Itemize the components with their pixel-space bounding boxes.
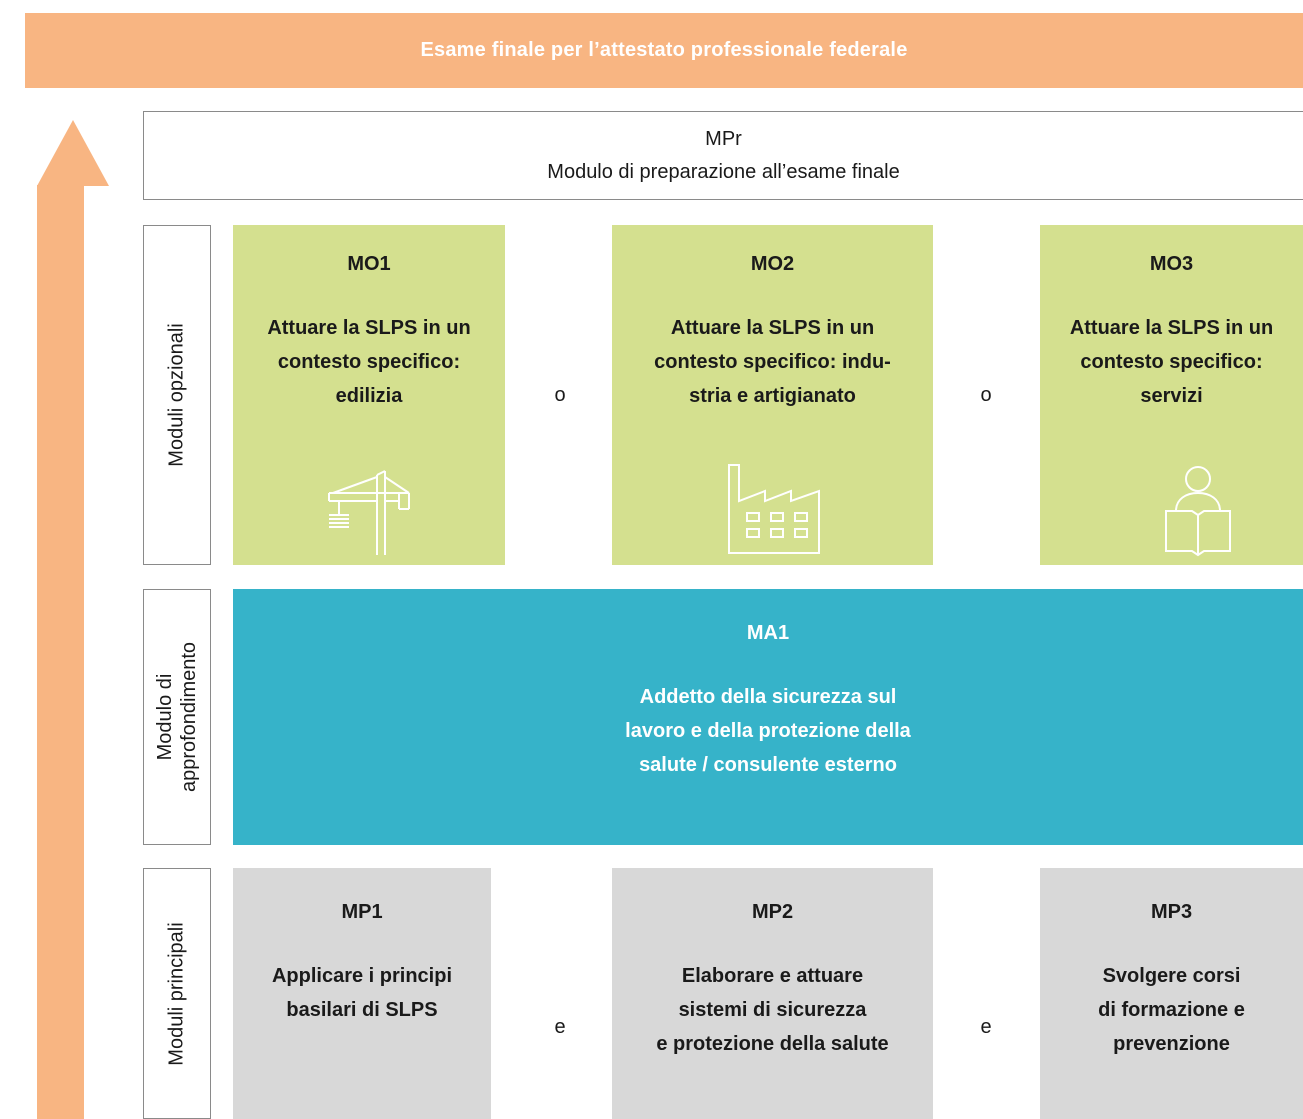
advanced-module-label-line2: approfondimento bbox=[178, 641, 201, 793]
module-description: Elaborare e attuare sistemi di sicurezza… bbox=[612, 959, 933, 1061]
module-description-line3: prevenzione bbox=[1113, 1033, 1230, 1055]
module-description-line2: sistemi di sicurezza bbox=[678, 999, 867, 1021]
main-modules-label: Moduli principali bbox=[166, 921, 188, 1066]
module-code: MO3 bbox=[1149, 253, 1194, 275]
module-description-line2: basilari di SLPS bbox=[286, 999, 438, 1021]
optional-module-mo3: MO3 Attuare la SLPS in un contesto speci… bbox=[1040, 225, 1303, 565]
module-description-line1: Addetto della sicurezza sul bbox=[639, 686, 897, 708]
optional-module-mo2: MO2 Attuare la SLPS in un contesto speci… bbox=[612, 225, 933, 565]
and-connector-1: e bbox=[554, 1016, 566, 1038]
module-code: MP1 bbox=[341, 901, 383, 923]
module-description-line2: contesto specifico: bbox=[277, 351, 461, 373]
module-description-line2: di formazione e bbox=[1098, 999, 1245, 1021]
preparation-module-box: MPr Modulo di preparazione all’esame fin… bbox=[143, 111, 1303, 200]
optional-module-mo1: MO1 Attuare la SLPS in un contesto speci… bbox=[233, 225, 505, 565]
module-description-line3: edilizia bbox=[335, 385, 403, 407]
optional-modules-label: Moduli opzionali bbox=[166, 323, 189, 467]
module-description-line2: contesto specifico: bbox=[1080, 351, 1263, 373]
advanced-module-label-line1: Modulo di bbox=[154, 673, 177, 761]
module-description-line3: salute / consulente esterno bbox=[639, 754, 897, 776]
final-exam-banner: Esame finale per l’attestato professiona… bbox=[25, 13, 1303, 88]
advanced-module-label: Modulo di approfondimento bbox=[153, 642, 201, 792]
module-description: Applicare i principi basilari di SLPS bbox=[233, 959, 491, 1027]
module-description-line3: stria e artigianato bbox=[689, 385, 856, 407]
person-reading-icon bbox=[1158, 465, 1238, 557]
side-label-optional-modules: Moduli opzionali bbox=[143, 225, 211, 565]
advanced-module-ma1: MA1 Addetto della sicurezza sul lavoro e… bbox=[233, 589, 1303, 845]
module-code: MP2 bbox=[751, 901, 794, 923]
module-description: Attuare la SLPS in un contesto specifico… bbox=[612, 311, 933, 413]
construction-crane-icon bbox=[325, 467, 417, 557]
module-description-line1: Svolgere corsi bbox=[1102, 965, 1241, 987]
module-description: Svolgere corsi di formazione e prevenzio… bbox=[1040, 959, 1303, 1061]
module-description-line1: Attuare la SLPS in un bbox=[1069, 317, 1274, 339]
preparation-module-title: Modulo di preparazione all’esame finale bbox=[547, 160, 900, 183]
module-code: MO2 bbox=[750, 253, 795, 275]
preparation-module-code: MPr bbox=[705, 127, 742, 150]
module-description: Attuare la SLPS in un contesto specifico… bbox=[1040, 311, 1303, 413]
module-code: MP3 bbox=[1150, 901, 1193, 923]
module-description-line1: Attuare la SLPS in un bbox=[267, 317, 471, 339]
module-description-line1: Attuare la SLPS in un bbox=[670, 317, 875, 339]
module-code: MO1 bbox=[347, 253, 391, 275]
factory-icon bbox=[725, 461, 831, 557]
or-connector-2: o bbox=[980, 384, 992, 406]
final-exam-title: Esame finale per l’attestato professiona… bbox=[420, 39, 908, 61]
module-description: Attuare la SLPS in un contesto specifico… bbox=[233, 311, 505, 413]
module-description-line3: servizi bbox=[1140, 385, 1203, 407]
progress-arrow-shaft bbox=[37, 185, 84, 1119]
module-description: Addetto della sicurezza sul lavoro e del… bbox=[233, 680, 1303, 782]
main-module-mp1: MP1 Applicare i principi basilari di SLP… bbox=[233, 868, 491, 1119]
module-description-line1: Applicare i principi bbox=[271, 965, 453, 987]
module-description-line3: e protezione della salute bbox=[656, 1033, 889, 1055]
or-connector-1: o bbox=[554, 384, 566, 406]
main-module-mp3: MP3 Svolgere corsi di formazione e preve… bbox=[1040, 868, 1303, 1119]
side-label-advanced-module: Modulo di approfondimento bbox=[143, 589, 211, 845]
and-connector-2: e bbox=[980, 1016, 992, 1038]
module-description-line2: contesto specifico: indu- bbox=[654, 351, 891, 373]
module-description-line2: lavoro e della protezione della bbox=[625, 720, 911, 742]
module-code: MA1 bbox=[746, 622, 790, 644]
main-module-mp2: MP2 Elaborare e attuare sistemi di sicur… bbox=[612, 868, 933, 1119]
module-description-line1: Elaborare e attuare bbox=[681, 965, 864, 987]
progress-arrow-head bbox=[37, 120, 109, 186]
side-label-main-modules: Moduli principali bbox=[143, 868, 211, 1119]
